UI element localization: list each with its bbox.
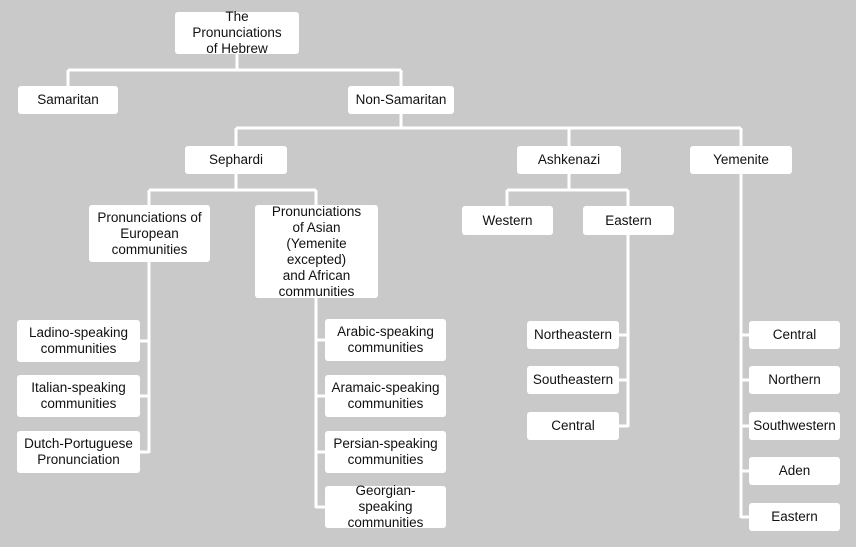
ashkenazi-central-node: Central bbox=[527, 412, 619, 440]
european-communities-node: Pronunciations of European communities bbox=[89, 205, 210, 262]
western-node: Western bbox=[462, 206, 553, 235]
yemenite-eastern-node: Eastern bbox=[749, 503, 840, 531]
yemenite-southwestern-node: Southwestern bbox=[749, 412, 840, 440]
yemenite-node: Yemenite bbox=[690, 146, 792, 174]
root-node: The Pronunciations of Hebrew bbox=[175, 9, 299, 56]
asian-african-communities-node: Pronunciations of Asian (Yemenite except… bbox=[255, 204, 378, 299]
aramaic-speaking-node: Aramaic-speaking communities bbox=[325, 375, 446, 417]
dutch-portuguese-node: Dutch-Portuguese Pronunciation bbox=[17, 431, 140, 473]
arabic-speaking-node: Arabic-speaking communities bbox=[325, 319, 446, 361]
italian-speaking-node: Italian-speaking communities bbox=[17, 375, 140, 417]
yemenite-northern-node: Northern bbox=[749, 366, 840, 394]
persian-speaking-node: Persian-speaking communities bbox=[325, 431, 446, 473]
georgian-speaking-node: Georgian-speaking communities bbox=[325, 483, 446, 530]
ashkenazi-node: Ashkenazi bbox=[517, 146, 621, 174]
yemenite-aden-node: Aden bbox=[749, 457, 840, 485]
sephardi-node: Sephardi bbox=[185, 146, 287, 174]
eastern-node: Eastern bbox=[583, 206, 674, 235]
yemenite-central-node: Central bbox=[749, 321, 840, 349]
non-samaritan-node: Non-Samaritan bbox=[348, 86, 454, 114]
ladino-speaking-node: Ladino-speaking communities bbox=[17, 320, 140, 362]
northeastern-node: Northeastern bbox=[527, 321, 619, 349]
southeastern-node: Southeastern bbox=[527, 366, 619, 394]
samaritan-node: Samaritan bbox=[18, 86, 118, 114]
